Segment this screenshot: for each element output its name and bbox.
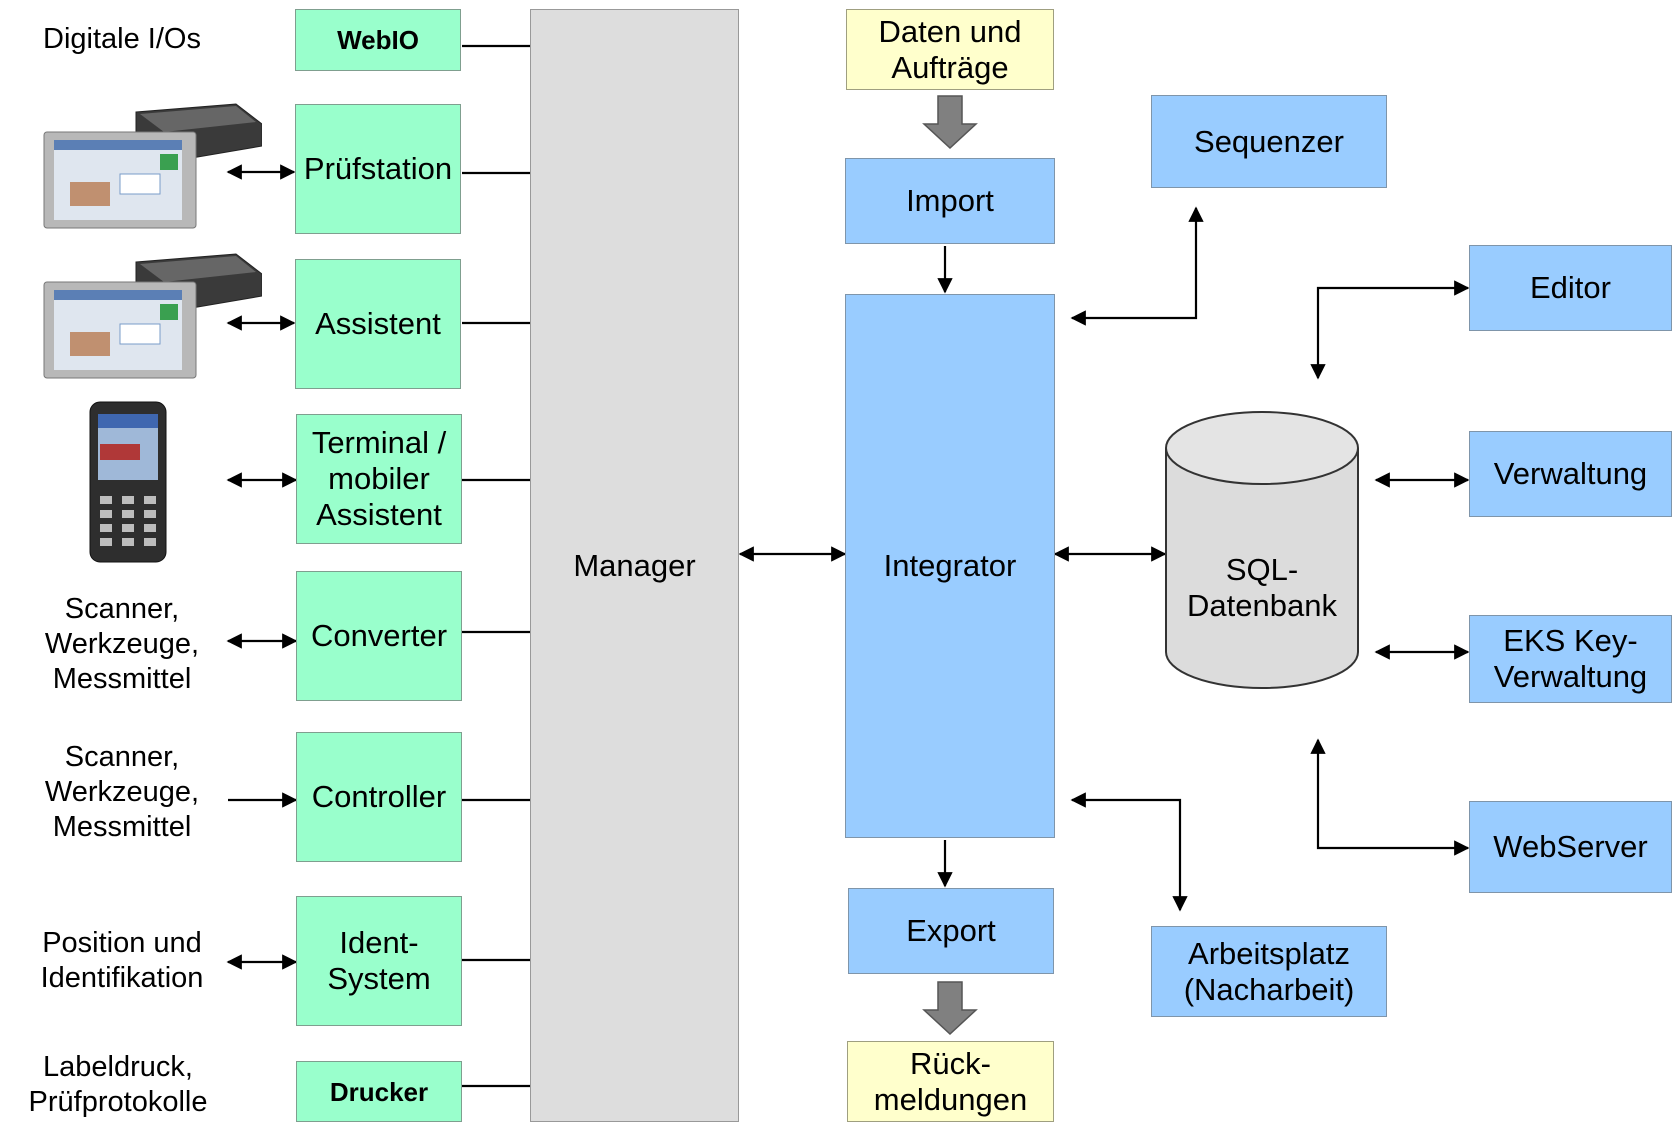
pruefstation-box[interactable]: Prüfstation: [295, 104, 461, 234]
sequenzer-arrow: [1070, 206, 1204, 326]
rueckmeldungen-box[interactable]: Rück- meldungen: [847, 1041, 1054, 1122]
position-label: Position und Identifikation: [40, 927, 204, 994]
webserver-box[interactable]: WebServer: [1469, 801, 1672, 893]
converter-box[interactable]: Converter: [296, 571, 462, 701]
output-block-arrow: [922, 981, 978, 1036]
webserver-arrow: [1310, 738, 1470, 856]
webio-box[interactable]: WebIO: [295, 9, 461, 71]
scanner-converter-label: Scanner, Werkzeuge, Messmittel: [44, 593, 200, 695]
editor-box[interactable]: Editor: [1469, 245, 1672, 331]
arbeitsplatz-arrow: [1070, 792, 1188, 912]
scanner-controller-label: Scanner, Werkzeuge, Messmittel: [44, 741, 200, 843]
ident-system-box[interactable]: Ident- System: [296, 896, 462, 1026]
arbeitsplatz-box[interactable]: Arbeitsplatz (Nacharbeit): [1151, 926, 1387, 1017]
daten-auftraege-box[interactable]: Daten und Aufträge: [846, 9, 1054, 90]
editor-arrow: [1310, 280, 1470, 380]
export-box[interactable]: Export: [848, 888, 1054, 974]
sequenzer-box[interactable]: Sequenzer: [1151, 95, 1387, 188]
labeldruck-label: Labeldruck, Prüfprotokolle: [28, 1051, 208, 1118]
input-block-arrow: [922, 95, 978, 150]
integrator-box[interactable]: Integrator: [845, 294, 1055, 838]
terminal-box[interactable]: Terminal / mobiler Assistent: [296, 414, 462, 544]
digital-io-label: Digitale I/Os: [43, 23, 201, 55]
touch-panel-pc-icon: [43, 253, 262, 379]
assistent-box[interactable]: Assistent: [295, 259, 461, 389]
drucker-box[interactable]: Drucker: [296, 1061, 462, 1122]
database-cylinder: [1165, 411, 1359, 689]
touch-panel-pc-icon: [43, 103, 262, 229]
handheld-terminal-icon: [89, 401, 167, 563]
verwaltung-box[interactable]: Verwaltung: [1469, 431, 1672, 517]
controller-box[interactable]: Controller: [296, 732, 462, 862]
sql-datenbank-label[interactable]: SQL- Datenbank: [1187, 552, 1337, 623]
eks-key-verwaltung-box[interactable]: EKS Key- Verwaltung: [1469, 615, 1672, 703]
manager-block[interactable]: Manager: [530, 9, 739, 1122]
import-box[interactable]: Import: [845, 158, 1055, 244]
